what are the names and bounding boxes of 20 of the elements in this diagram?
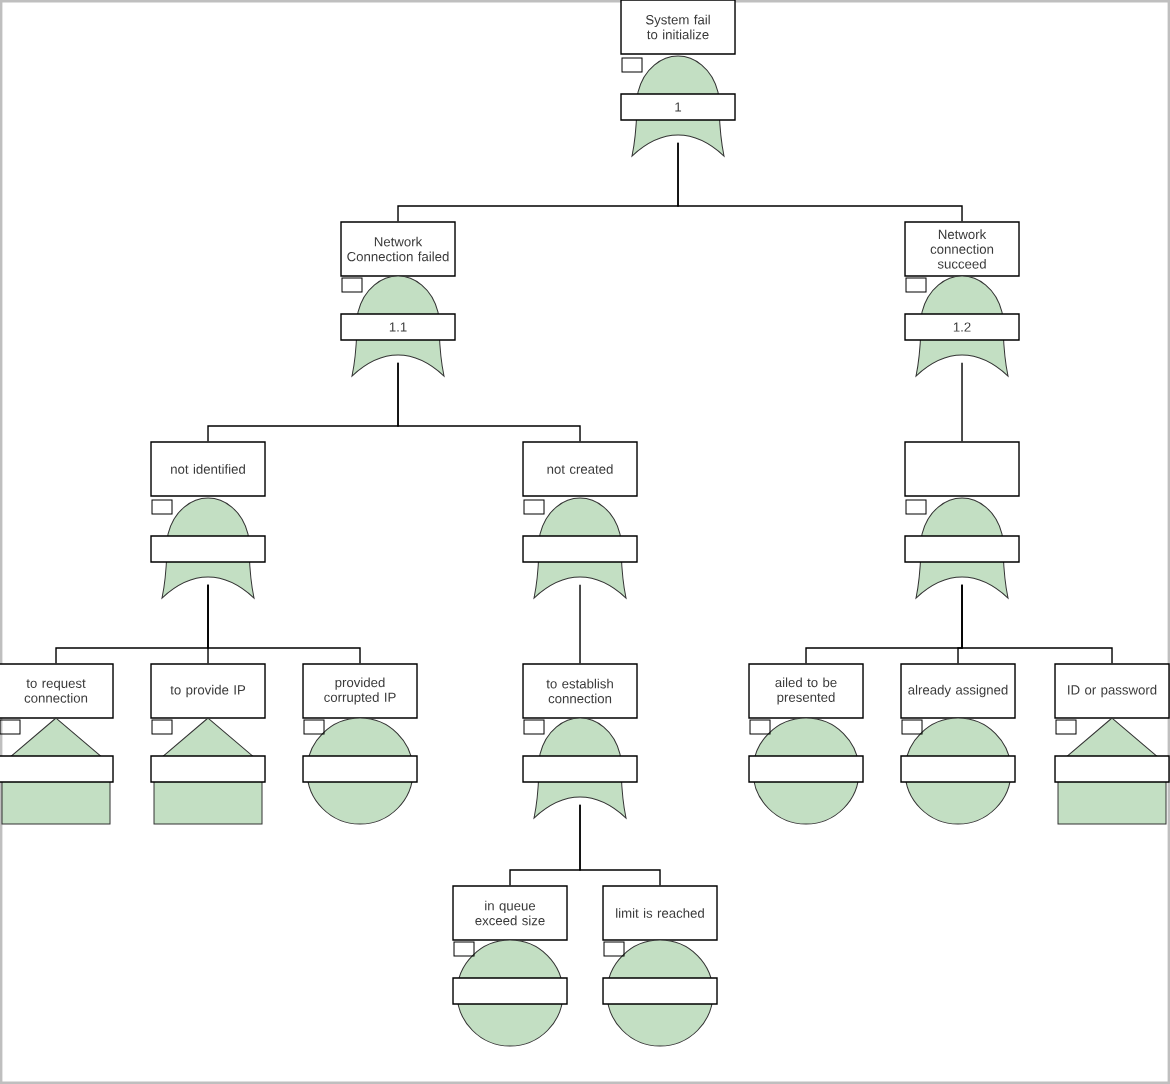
connector-line (961, 362, 963, 442)
basic-event (900, 717, 1016, 825)
event-box (904, 441, 1020, 497)
connector-line (961, 584, 1113, 665)
connector-line (579, 804, 661, 887)
house-event (1054, 717, 1170, 825)
basic-event (302, 717, 418, 825)
or-gate (150, 497, 266, 599)
house-event (0, 717, 114, 825)
connector-line (677, 142, 963, 222)
connector-line (397, 362, 581, 442)
basic-event (602, 939, 718, 1047)
connector-line (579, 584, 581, 665)
or-gate (522, 497, 638, 599)
basic-event (748, 717, 864, 825)
or-gate (904, 497, 1020, 599)
house-event (150, 717, 266, 825)
basic-event (452, 939, 568, 1047)
or-gate (522, 717, 638, 819)
connector-line (207, 584, 361, 665)
